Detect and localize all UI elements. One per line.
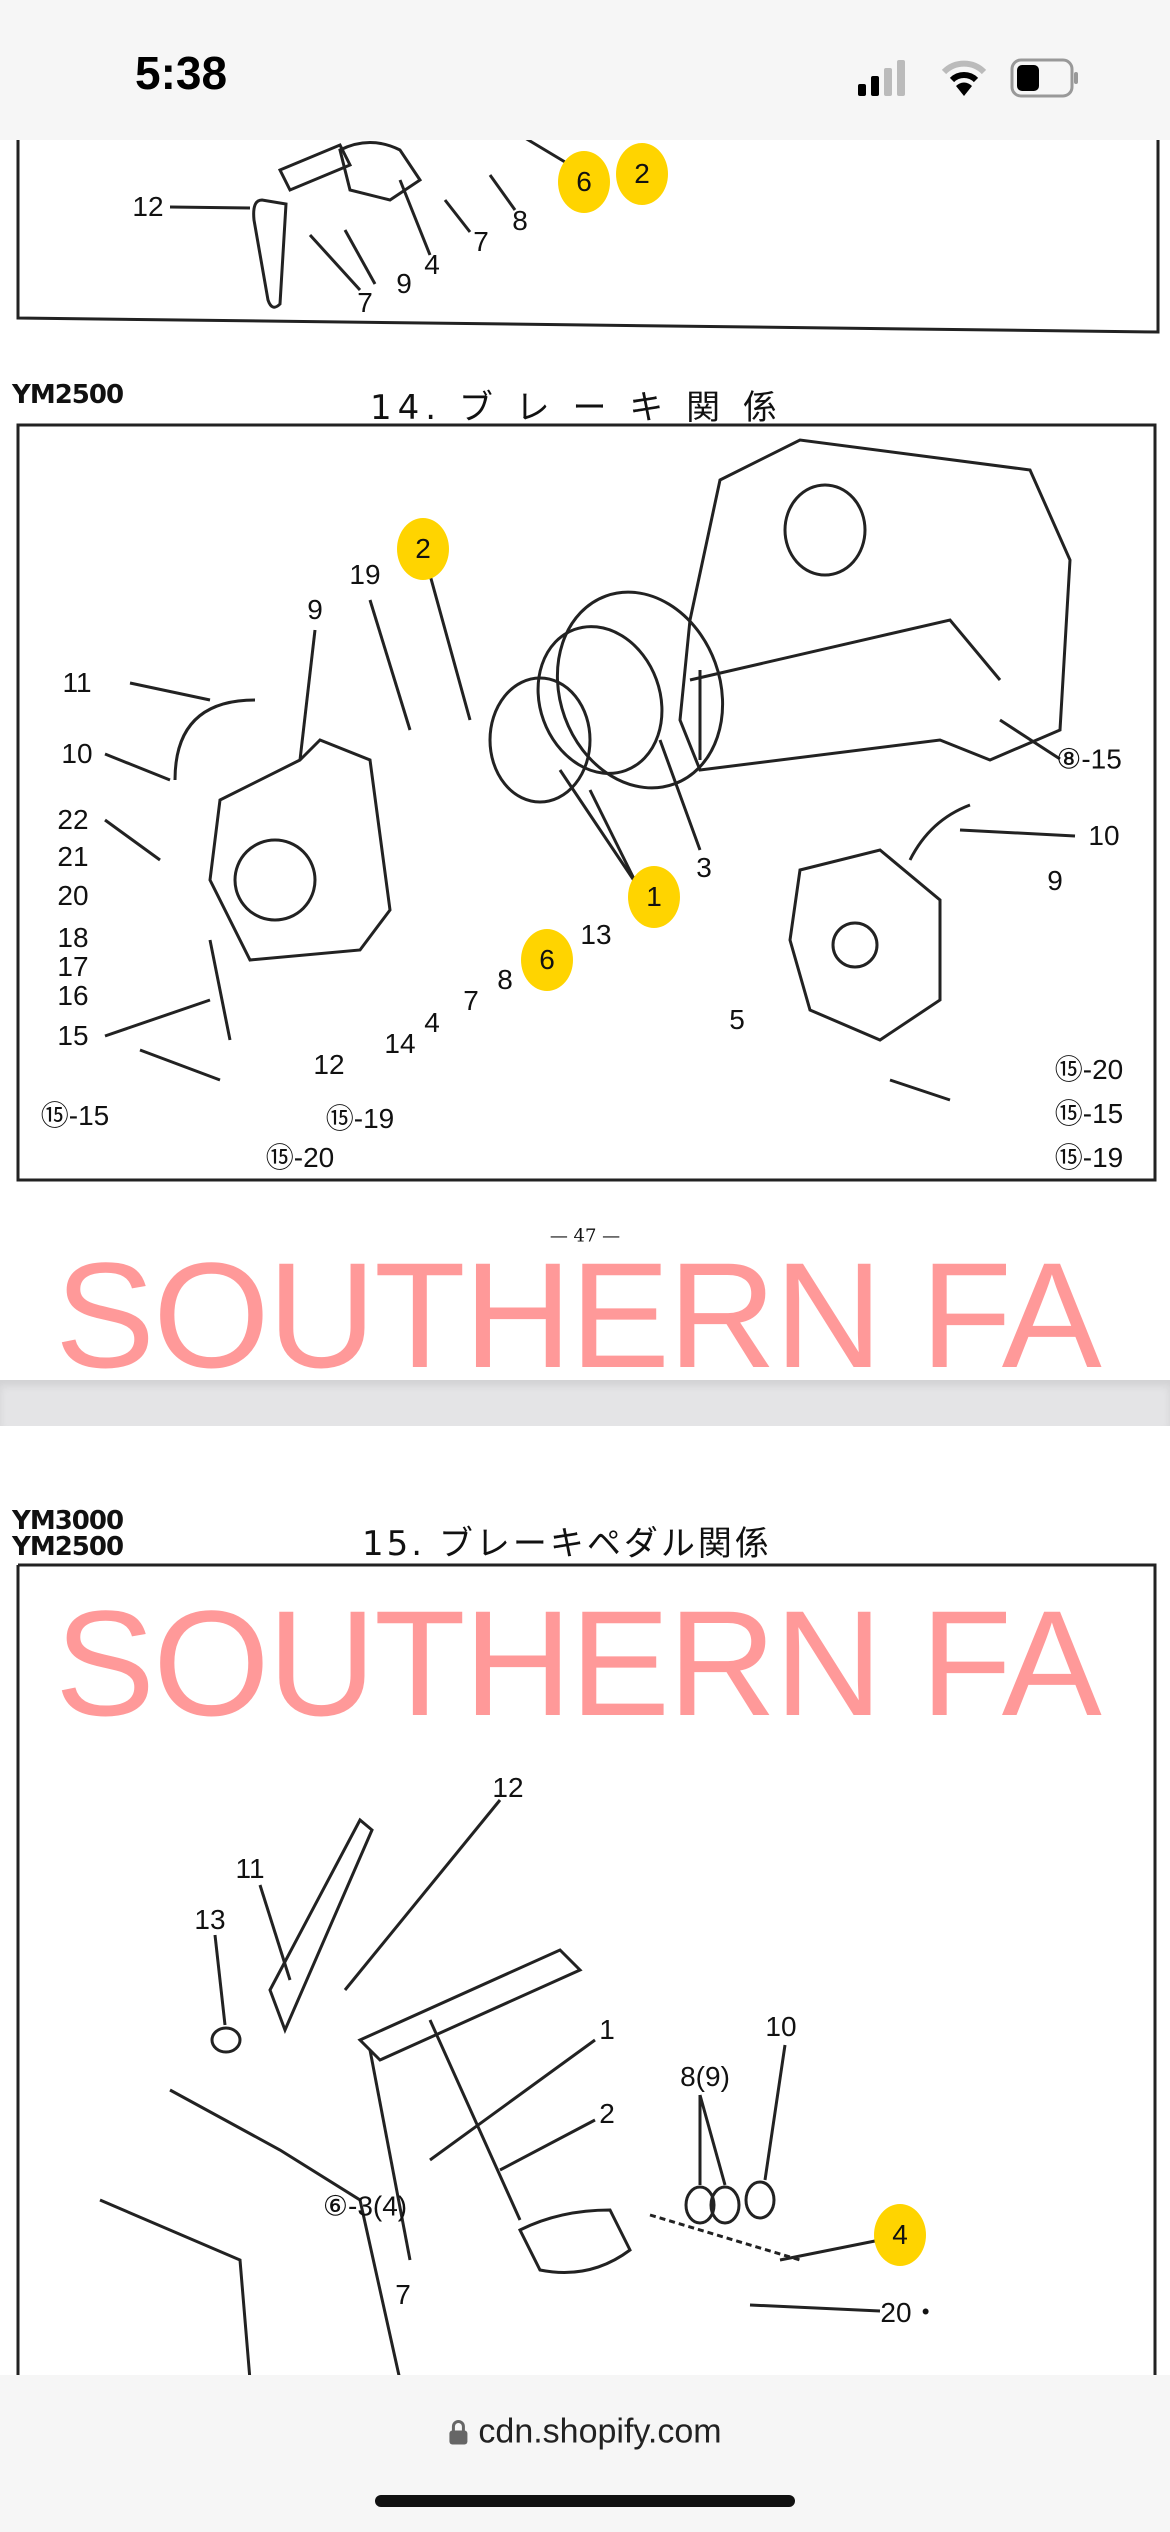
cellular-signal-icon — [858, 60, 905, 96]
callout-label: ⑮-19 — [325, 1103, 395, 1134]
callout-label: 12 — [132, 191, 164, 222]
callout-label: 15 — [57, 1020, 89, 1051]
model-label: YM2500 — [12, 380, 124, 410]
callout-label: 11 — [235, 1853, 265, 1884]
callout-label: 12 — [313, 1049, 345, 1080]
section-title: 15. ブレーキペダル関係 — [362, 1524, 772, 1564]
callout-label: ⑮-15 — [1054, 1098, 1124, 1129]
callout-label: 8 — [497, 964, 513, 995]
page-number: — 47 — — [549, 1225, 621, 1247]
status-time: 5:38 — [135, 47, 228, 99]
highlighted-callout: 6 — [558, 151, 610, 213]
callout-label: 22 — [57, 804, 89, 835]
callout-label: 2 — [599, 2098, 615, 2129]
callout-label: 18 — [57, 922, 89, 953]
callout-label: 7 — [473, 226, 489, 257]
callout-label: ⑮-19 — [1054, 1142, 1124, 1173]
callout-label: 19 — [349, 559, 381, 590]
callout-label: 20 — [57, 880, 89, 911]
lock-icon — [449, 2419, 468, 2444]
callout-label: ⑥-3(4) — [322, 2190, 408, 2222]
callout-label: ⑮-15 — [40, 1100, 110, 1131]
highlighted-callout: 1 — [628, 866, 680, 928]
highlighted-callout: 4 — [874, 2204, 926, 2266]
callout-label: 12 — [492, 1772, 524, 1803]
battery-icon — [1010, 58, 1078, 98]
callout-label: 13 — [194, 1904, 226, 1935]
model-label: YM2500 — [12, 1532, 124, 1562]
callout-label: 14 — [384, 1028, 416, 1059]
callout-label: 8(9) — [680, 2061, 730, 2092]
callout-label: 7 — [357, 287, 373, 318]
url-text: cdn.shopify.com — [478, 2412, 722, 2451]
callout-label: 13 — [580, 919, 612, 950]
address-bar[interactable]: cdn.shopify.com — [448, 2412, 722, 2452]
callout-label: ⑧-15 — [1056, 743, 1122, 775]
callout-label: 8 — [512, 205, 528, 236]
highlighted-callout: 2 — [397, 518, 449, 580]
callout-label: 10 — [765, 2011, 797, 2042]
highlighted-callout: 6 — [521, 929, 573, 991]
page-separator — [0, 1380, 1170, 1426]
callout-label: 7 — [463, 985, 479, 1016]
section-title: 14. ブ レ ー キ 関 係 — [370, 388, 783, 428]
callout-label: 7 — [395, 2279, 411, 2310]
callout-label: 9 — [1047, 865, 1063, 896]
callout-label: 10 — [1088, 820, 1120, 851]
model-label: YM3000 — [12, 1506, 124, 1536]
browser-bottom-bar: cdn.shopify.com — [0, 2375, 1170, 2532]
callout-label: ⑮-20 — [1054, 1054, 1124, 1085]
watermark: SOUTHERN FA — [55, 1579, 1102, 1747]
callout-label: 9 — [396, 268, 412, 299]
callout-label: 21 — [57, 841, 89, 872]
watermark: SOUTHERN FA — [55, 1231, 1102, 1399]
callout-label: 4 — [424, 1007, 440, 1038]
callout-label: 11 — [62, 667, 92, 698]
wifi-icon — [941, 60, 987, 96]
callout-label: 10 — [61, 738, 93, 769]
callout-label: 5 — [729, 1004, 745, 1035]
callout-label: 17 — [57, 951, 89, 982]
callout-label: 16 — [57, 980, 89, 1011]
callout-label: 3 — [696, 852, 712, 883]
callout-label: 20・ — [880, 2297, 940, 2328]
callout-label: 4 — [424, 249, 440, 280]
highlighted-callout: 2 — [616, 143, 668, 205]
callout-label: 9 — [307, 594, 323, 625]
callout-label: 1 — [599, 2014, 615, 2045]
callout-label: ⑮-20 — [265, 1142, 335, 1173]
home-indicator[interactable] — [375, 2495, 795, 2507]
status-bar: 5:38 — [0, 0, 1170, 140]
